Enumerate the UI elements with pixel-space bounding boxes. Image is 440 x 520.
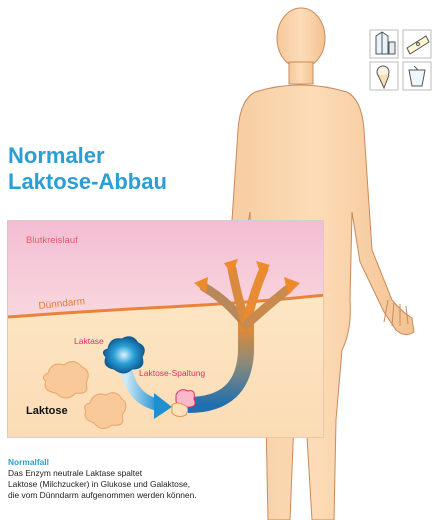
milk-carton-icon xyxy=(370,30,398,58)
caption-line-3: die vom Dünndarm aufgenommen werden könn… xyxy=(8,490,298,501)
ice-cream-icon xyxy=(370,62,398,90)
page-title: Normaler Laktose-Abbau xyxy=(8,143,167,195)
caption: Normalfall Das Enzym neutrale Laktase sp… xyxy=(8,457,298,501)
cheese-icon xyxy=(403,30,431,58)
title-line-2: Laktose-Abbau xyxy=(8,169,167,195)
yogurt-icon xyxy=(403,62,431,90)
caption-line-1: Das Enzym neutrale Laktase spaltet xyxy=(8,468,298,479)
dairy-food-icons xyxy=(368,22,434,94)
title-line-1: Normaler xyxy=(8,143,167,169)
blood-label: Blutkreislauf xyxy=(26,235,78,246)
caption-line-2: Laktose (Milchzucker) in Glukose und Gal… xyxy=(8,479,298,490)
lactose-digestion-diagram: Blutkreislauf Dünndarm Laktase Laktose-S… xyxy=(7,220,324,438)
lactose-cleavage-label: Laktose-Spaltung xyxy=(139,368,205,378)
caption-heading: Normalfall xyxy=(8,457,298,468)
lactose-label: Laktose xyxy=(26,405,68,417)
laktase-label: Laktase xyxy=(74,336,104,346)
